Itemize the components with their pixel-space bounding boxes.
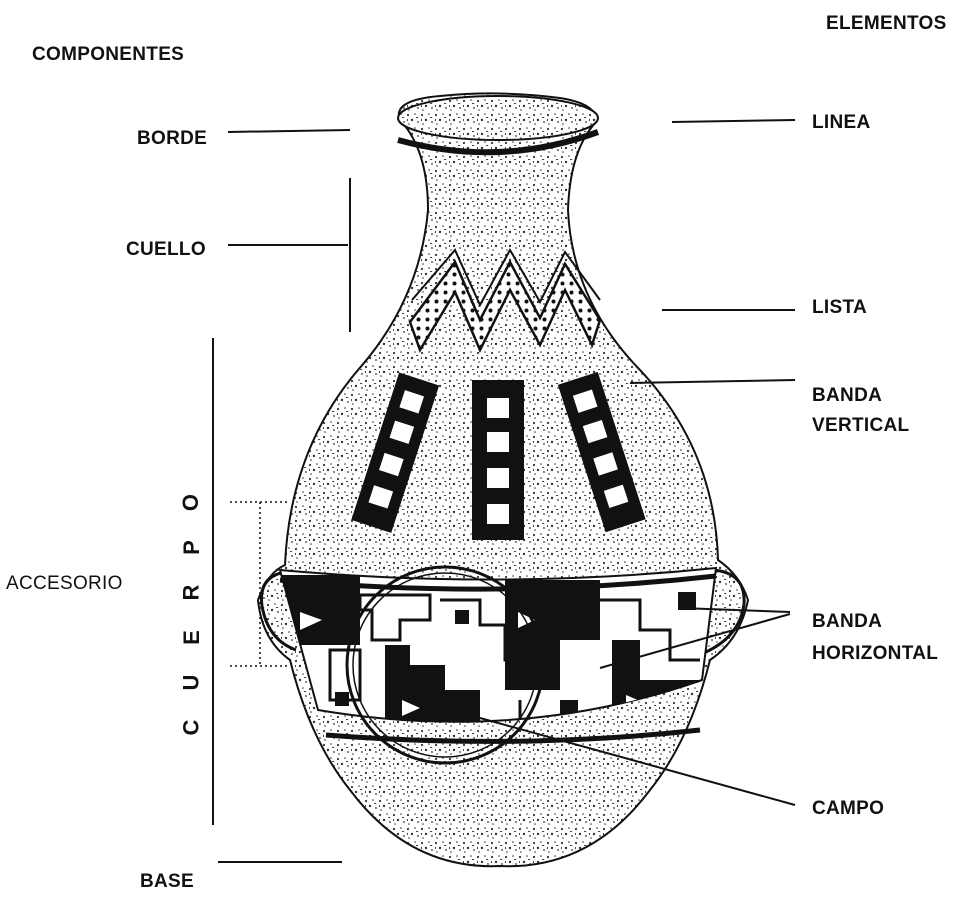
- label-banda-vertical-1: BANDA: [812, 385, 883, 406]
- leader-linea: [671, 119, 796, 123]
- label-cuello: CUELLO: [126, 239, 206, 260]
- header-componentes: COMPONENTES: [32, 44, 185, 65]
- campo-circle-inner: [352, 572, 538, 758]
- leader-borde: [227, 129, 351, 133]
- label-base: BASE: [140, 871, 194, 892]
- zigzag-line: [411, 247, 601, 308]
- label-banda-horizontal-1: BANDA: [812, 611, 883, 632]
- label-cuerpo: O P R E U C: [176, 480, 206, 750]
- leader-banda-vertical: [629, 379, 796, 384]
- bracket-accesorio: [230, 501, 290, 667]
- label-banda-vertical-2: VERTICAL: [812, 415, 910, 436]
- vertical-band-right: [557, 371, 646, 533]
- label-borde: BORDE: [137, 128, 208, 149]
- cuerpo-letter: C: [178, 719, 204, 736]
- leader-banda-horizontal-a: [679, 607, 791, 613]
- label-banda-horizontal-2: HORIZONTAL: [812, 643, 939, 664]
- header-elementos: ELEMENTOS: [826, 13, 947, 34]
- vertical-band-center: [472, 380, 524, 540]
- handle-right: [705, 568, 746, 654]
- vertical-band-left: [351, 372, 440, 533]
- label-lista: LISTA: [812, 297, 867, 318]
- leader-banda-horizontal-b: [599, 613, 791, 669]
- rim: [397, 95, 599, 141]
- zigzag-band: [408, 259, 602, 353]
- rim-line: [397, 129, 600, 156]
- cuerpo-letter: E: [178, 630, 204, 645]
- cuerpo-letter: O: [178, 493, 204, 512]
- label-campo: CAMPO: [812, 798, 885, 819]
- cuerpo-letter: R: [178, 584, 204, 601]
- leader-campo: [479, 717, 796, 806]
- handle-left: [260, 570, 297, 652]
- label-accesorio: ACCESORIO: [6, 573, 123, 594]
- label-linea: LINEA: [812, 112, 871, 133]
- cuerpo-letter: P: [178, 540, 204, 555]
- campo-circle: [345, 565, 545, 765]
- cuerpo-letter: U: [178, 674, 204, 691]
